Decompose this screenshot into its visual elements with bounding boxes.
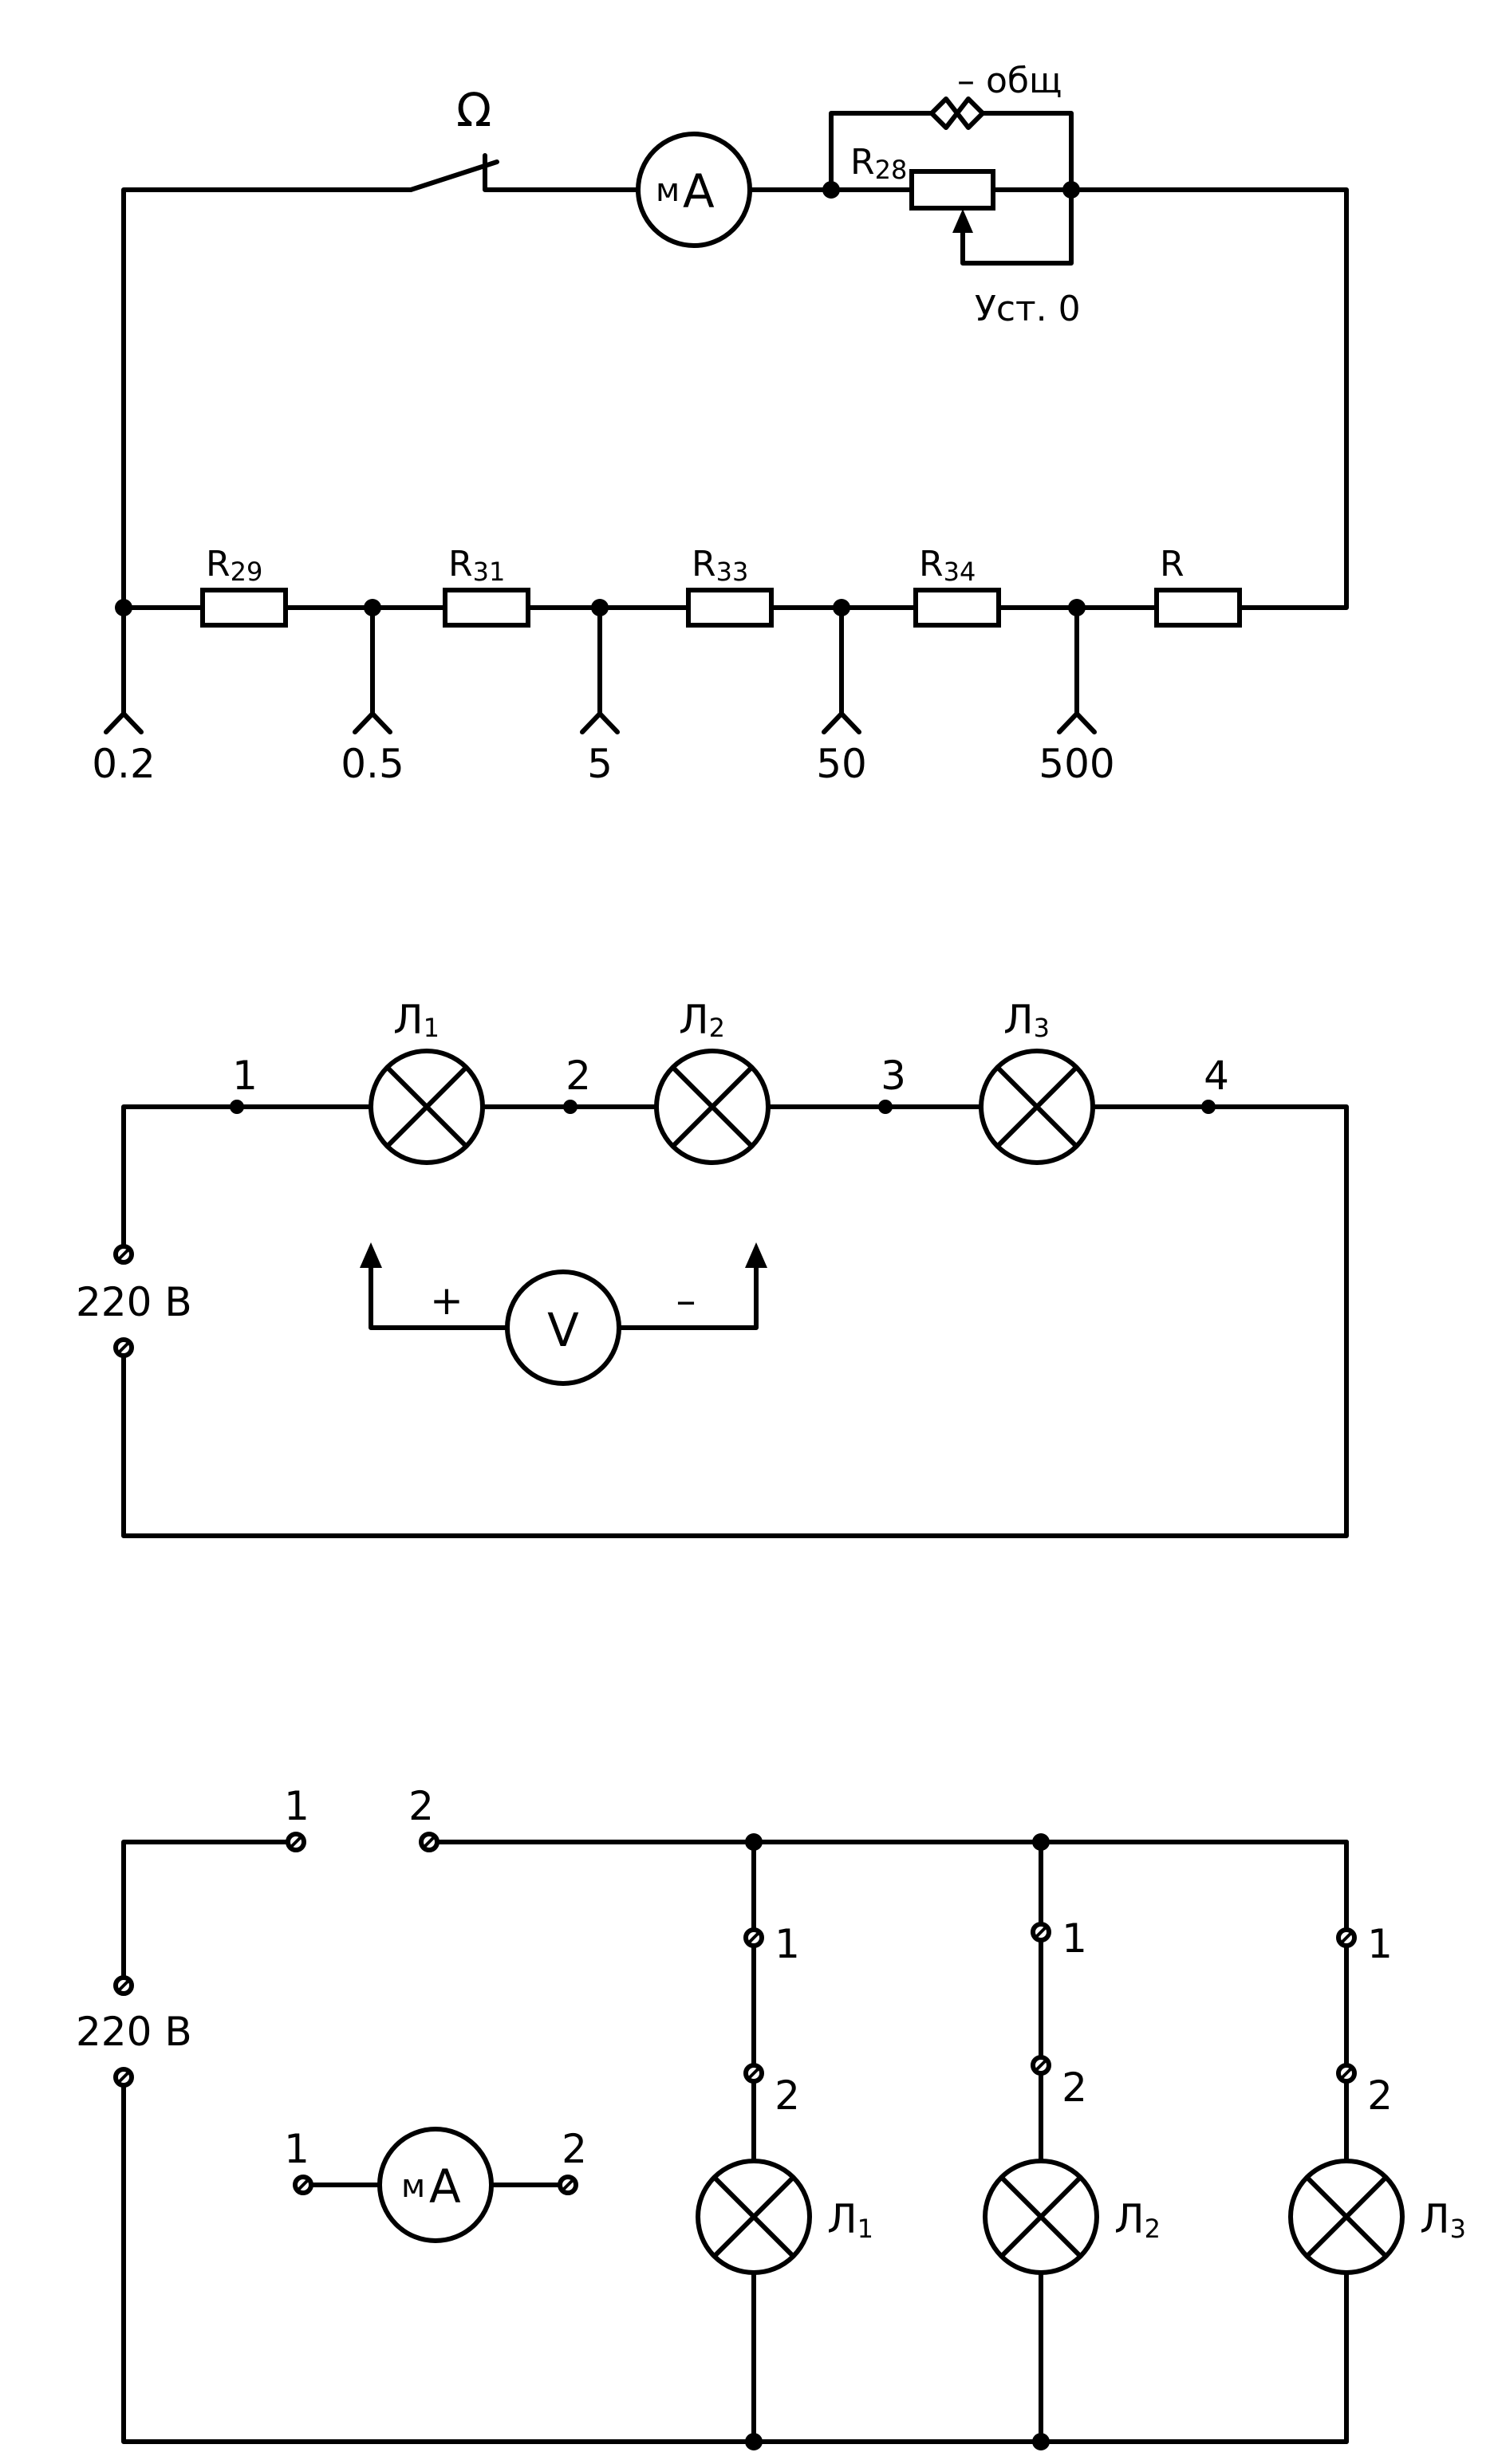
c2-probe-minus-arrow (745, 1242, 767, 1268)
c2-node-4 (1201, 1100, 1216, 1114)
c1-switch-contact (483, 153, 641, 192)
c3-branch-1-terminal-label-1: 1 (775, 1921, 800, 1967)
c3-lamp-cross-1 (712, 2175, 795, 2258)
c1-resistor-label-1: R31 (448, 544, 505, 587)
c2-top-wire (121, 1104, 1349, 1538)
c3-meter-label-1: 1 (284, 2126, 309, 2172)
c2-source-label: 220 В (76, 1279, 192, 1325)
c2-node-label-1: 1 (232, 1053, 258, 1099)
c1-resistor-label-3: R34 (919, 544, 976, 587)
c1-tap-label-3: 50 (816, 741, 867, 787)
c1-tap-jack-3 (822, 605, 861, 734)
c3-source-label: 220 В (76, 2009, 192, 2055)
c1-resistor-label-2: R33 (692, 544, 748, 587)
c1-r28-body (909, 169, 995, 211)
circuit-1-ohmmeter: м А Ω – общ R28 Уст. 0 R29 R31 R33 R34 R 0.2 0… (92, 61, 1349, 787)
c2-voltmeter-label: V (547, 1303, 579, 1357)
c2-node-3 (878, 1100, 893, 1114)
c3-lamp-label-3: Л3 (1420, 2196, 1466, 2244)
c3-lamp-cross-3 (1305, 2175, 1388, 2258)
c1-ohm-symbol: Ω (456, 83, 491, 137)
c2-lamps: Л1 Л2 Л3 1 2 3 4 (230, 997, 1229, 1165)
circuit-3-parallel-lamps: 1 2 220 В 1 2Л1 1 2Л2 1 2Л3 м А 1 2 (76, 1783, 1466, 2450)
c3-branch-2-terminal-label-1: 1 (1062, 1915, 1087, 1962)
c2-lamp-label-2: Л2 (679, 997, 725, 1043)
c3-lamp-cross-2 (999, 2175, 1082, 2258)
c3-node-bottom-1 (745, 2433, 763, 2450)
c2-lamp-cross-2 (671, 1065, 754, 1148)
c1-tap-jack-0 (104, 605, 144, 734)
c1-common-jack (929, 96, 985, 130)
c1-r28-wiper-arrow (952, 209, 973, 233)
c1-resistor-chain: R29 R31 R33 R34 R 0.2 0.5 5 50 500 (92, 544, 1244, 787)
c3-branch-3-terminal-label-1: 1 (1367, 1921, 1393, 1967)
c1-tap-label-2: 5 (587, 741, 613, 787)
c1-common-label: – общ (957, 61, 1062, 101)
c2-plus-label: + (430, 1277, 463, 1324)
c1-resistor-0 (200, 588, 288, 628)
c1-resistor-1 (443, 588, 530, 628)
c3-milliammeter-unit: А (429, 2159, 461, 2214)
c1-resistor-2 (686, 588, 774, 628)
c3-branch-3-terminal-label-2: 2 (1367, 2072, 1393, 2119)
c1-node-r28-right (1062, 181, 1080, 199)
c1-tap-label-0: 0.2 (92, 741, 156, 787)
c3-node-top-2 (1032, 1833, 1050, 1851)
c3-node-bottom-2 (1032, 2433, 1050, 2450)
c2-node-1 (230, 1100, 244, 1114)
c1-node-r28-left (822, 181, 840, 199)
c3-milliammeter-circle (377, 2127, 494, 2243)
c1-resistor-3 (913, 588, 1001, 628)
c3-switch-label-2: 2 (408, 1783, 434, 1829)
c1-milliammeter-unit: А (683, 164, 715, 218)
c2-node-label-3: 3 (881, 1053, 906, 1099)
c2-minus-label: – (676, 1277, 696, 1324)
c2-node-label-2: 2 (566, 1053, 591, 1099)
c2-lamp-cross-1 (385, 1065, 468, 1148)
c1-r28-wiper-wire (960, 187, 1074, 266)
c2-lamp-label-3: Л3 (1003, 997, 1050, 1043)
c2-probe-plus-arrow (360, 1242, 382, 1268)
c1-milliammeter-prefix: м (656, 172, 680, 209)
c3-branch-2-terminal-label-2: 2 (1062, 2064, 1087, 2111)
c1-tap-jack-1 (353, 605, 392, 734)
c1-tap-jack-4 (1057, 605, 1097, 734)
c3-lamp-label-2: Л2 (1114, 2196, 1161, 2244)
c1-zero-adjust-label: Уст. 0 (975, 289, 1081, 329)
c3-node-top-1 (745, 1833, 763, 1851)
c2-lamp-cross-3 (995, 1065, 1078, 1148)
c2-voltmeter-leads (369, 1262, 759, 1330)
c2-node-2 (563, 1100, 577, 1114)
c3-meter-label-2: 2 (562, 2126, 587, 2172)
c1-tap-label-1: 0.5 (341, 741, 404, 787)
c1-common-branch (829, 111, 1074, 192)
c1-resistor-4 (1154, 588, 1242, 628)
c1-resistor-label-0: R29 (206, 544, 262, 587)
c1-resistor-label-4: R (1160, 544, 1185, 585)
c1-top-left-wire (121, 187, 413, 610)
c3-switch-label-1: 1 (284, 1783, 309, 1829)
circuit-2-series-lamps: 220 В Л1 Л2 Л3 1 2 3 4 V + – (76, 997, 1349, 1538)
c1-tap-jack-2 (580, 605, 620, 734)
c1-right-wire (1069, 187, 1349, 610)
c1-tap-label-4: 500 (1039, 741, 1114, 787)
c3-lamp-label-1: Л1 (827, 2196, 873, 2244)
c2-lamp-label-1: Л1 (393, 997, 440, 1043)
c3-branch-1-terminal-label-2: 2 (775, 2072, 800, 2119)
c1-r28-label: R28 (850, 142, 907, 185)
c3-branches: 1 2Л1 1 2Л2 1 2Л3 (696, 1833, 1466, 2450)
c3-milliammeter-prefix: м (401, 2168, 425, 2205)
c2-voltmeter-circle (505, 1269, 621, 1386)
c2-node-label-4: 4 (1204, 1053, 1229, 1099)
